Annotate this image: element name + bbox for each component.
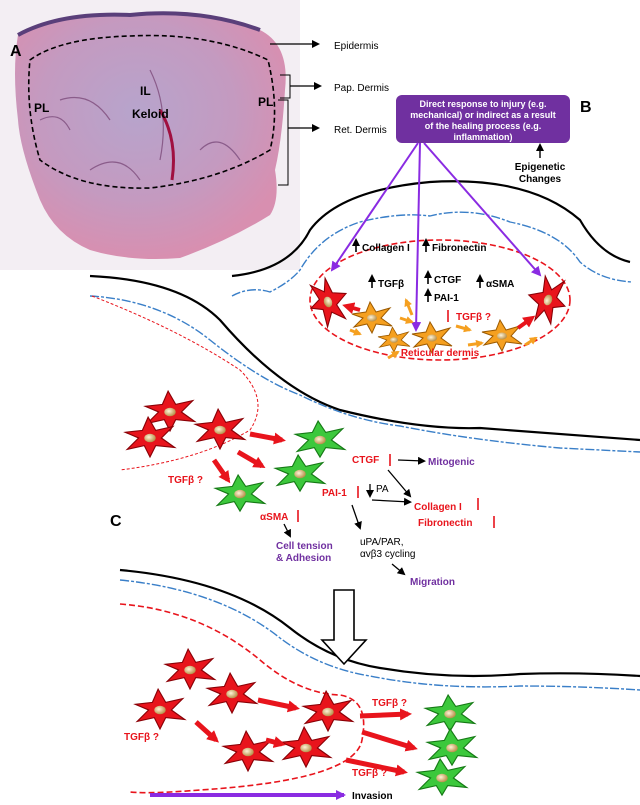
marker-tgfb-question: TGFβ ? xyxy=(456,312,491,323)
c-tgfb-question-3: TGFβ ? xyxy=(124,732,159,743)
green-cell-c1 xyxy=(294,420,346,458)
svg-text:Fibronectin: Fibronectin xyxy=(432,243,486,254)
c-upa-line-2: αvβ3 cycling xyxy=(360,549,415,560)
label-il: IL xyxy=(140,84,151,98)
c-fibronectin: Fibronectin xyxy=(418,518,472,529)
label-pl-left: PL xyxy=(34,101,49,115)
green-cell-c3 xyxy=(214,474,266,512)
red-cell-d4 xyxy=(302,690,354,732)
injury-line-1: Direct response to injury (e.g. xyxy=(419,99,546,109)
marker-tgfb: TGFβ xyxy=(368,274,404,290)
c-migration: Migration xyxy=(410,577,455,588)
injury-line-4: inflammation) xyxy=(453,132,512,142)
reticular-dermis-boundary xyxy=(309,239,571,361)
label-keloid: Keloid xyxy=(132,107,169,121)
fibroblast-3 xyxy=(481,319,523,352)
marker-pai1: PAI-1 xyxy=(424,288,459,304)
label-ret-dermis: Ret. Dermis xyxy=(334,125,387,136)
panel-b-letter: B xyxy=(580,99,592,116)
c-pai1: PAI-1 xyxy=(322,488,347,499)
c-tension-line-2: & Adhesion xyxy=(276,553,331,564)
injury-line-2: mechanical) or indirect as a result xyxy=(410,110,556,120)
svg-text:αSMA: αSMA xyxy=(486,279,514,290)
label-epidermis: Epidermis xyxy=(334,41,378,52)
green-cell-d3 xyxy=(416,758,468,796)
histology-image xyxy=(0,0,300,270)
green-cell-d2 xyxy=(426,728,478,766)
label-pl-right: PL xyxy=(258,95,273,109)
svg-text:TGFβ: TGFβ xyxy=(378,279,404,290)
marker-collagen: Collagen I xyxy=(352,238,410,254)
red-cell-c3 xyxy=(194,408,246,450)
injury-arrow-left xyxy=(330,142,419,272)
injury-line-3: of the healing process (e.g. xyxy=(425,121,542,131)
c-mitogenic: Mitogenic xyxy=(428,457,475,468)
green-cell-c2 xyxy=(274,454,326,492)
svg-text:PAI-1: PAI-1 xyxy=(434,293,459,304)
red-cell-d5 xyxy=(222,730,274,772)
label-reticular-dermis: Reticular dermis xyxy=(401,348,480,359)
c-tgfb-question-1: TGFβ ? xyxy=(168,475,203,486)
label-pap-dermis: Pap. Dermis xyxy=(334,83,389,94)
c-ctgf: CTGF xyxy=(352,455,379,466)
panel-c-letter: C xyxy=(110,513,122,530)
c-collagen: Collagen I xyxy=(414,502,462,513)
fibroblast-1 xyxy=(351,301,393,334)
panel-a-letter: A xyxy=(10,43,22,60)
c-upa-line-1: uPA/PAR, xyxy=(360,537,404,548)
c-invasion: Invasion xyxy=(352,791,393,802)
c-asma: αSMA xyxy=(260,512,288,523)
c-pa: PA xyxy=(376,484,389,495)
c-tension-line-1: Cell tension xyxy=(276,541,333,552)
red-cell-d1 xyxy=(164,648,216,690)
marker-asma: αSMA xyxy=(476,274,514,290)
epigenetic-line-2: Changes xyxy=(519,174,562,185)
marker-fibronectin: Fibronectin xyxy=(422,238,486,254)
injury-box xyxy=(396,95,570,143)
red-cell-d2 xyxy=(134,688,186,730)
c-tgfb-question-4: TGFβ ? xyxy=(352,768,387,779)
c-tgfb-question-2: TGFβ ? xyxy=(372,698,407,709)
marker-ctgf: CTGF xyxy=(424,270,461,286)
red-cell-d6 xyxy=(280,726,332,768)
injury-arrow-right xyxy=(423,142,542,277)
injury-arrow-center xyxy=(411,142,422,332)
hollow-down-arrow xyxy=(320,589,368,666)
svg-text:Collagen I: Collagen I xyxy=(362,243,410,254)
green-cell-d1 xyxy=(424,694,476,732)
svg-text:CTGF: CTGF xyxy=(434,275,461,286)
epigenetic-line-1: Epigenetic xyxy=(515,162,566,173)
